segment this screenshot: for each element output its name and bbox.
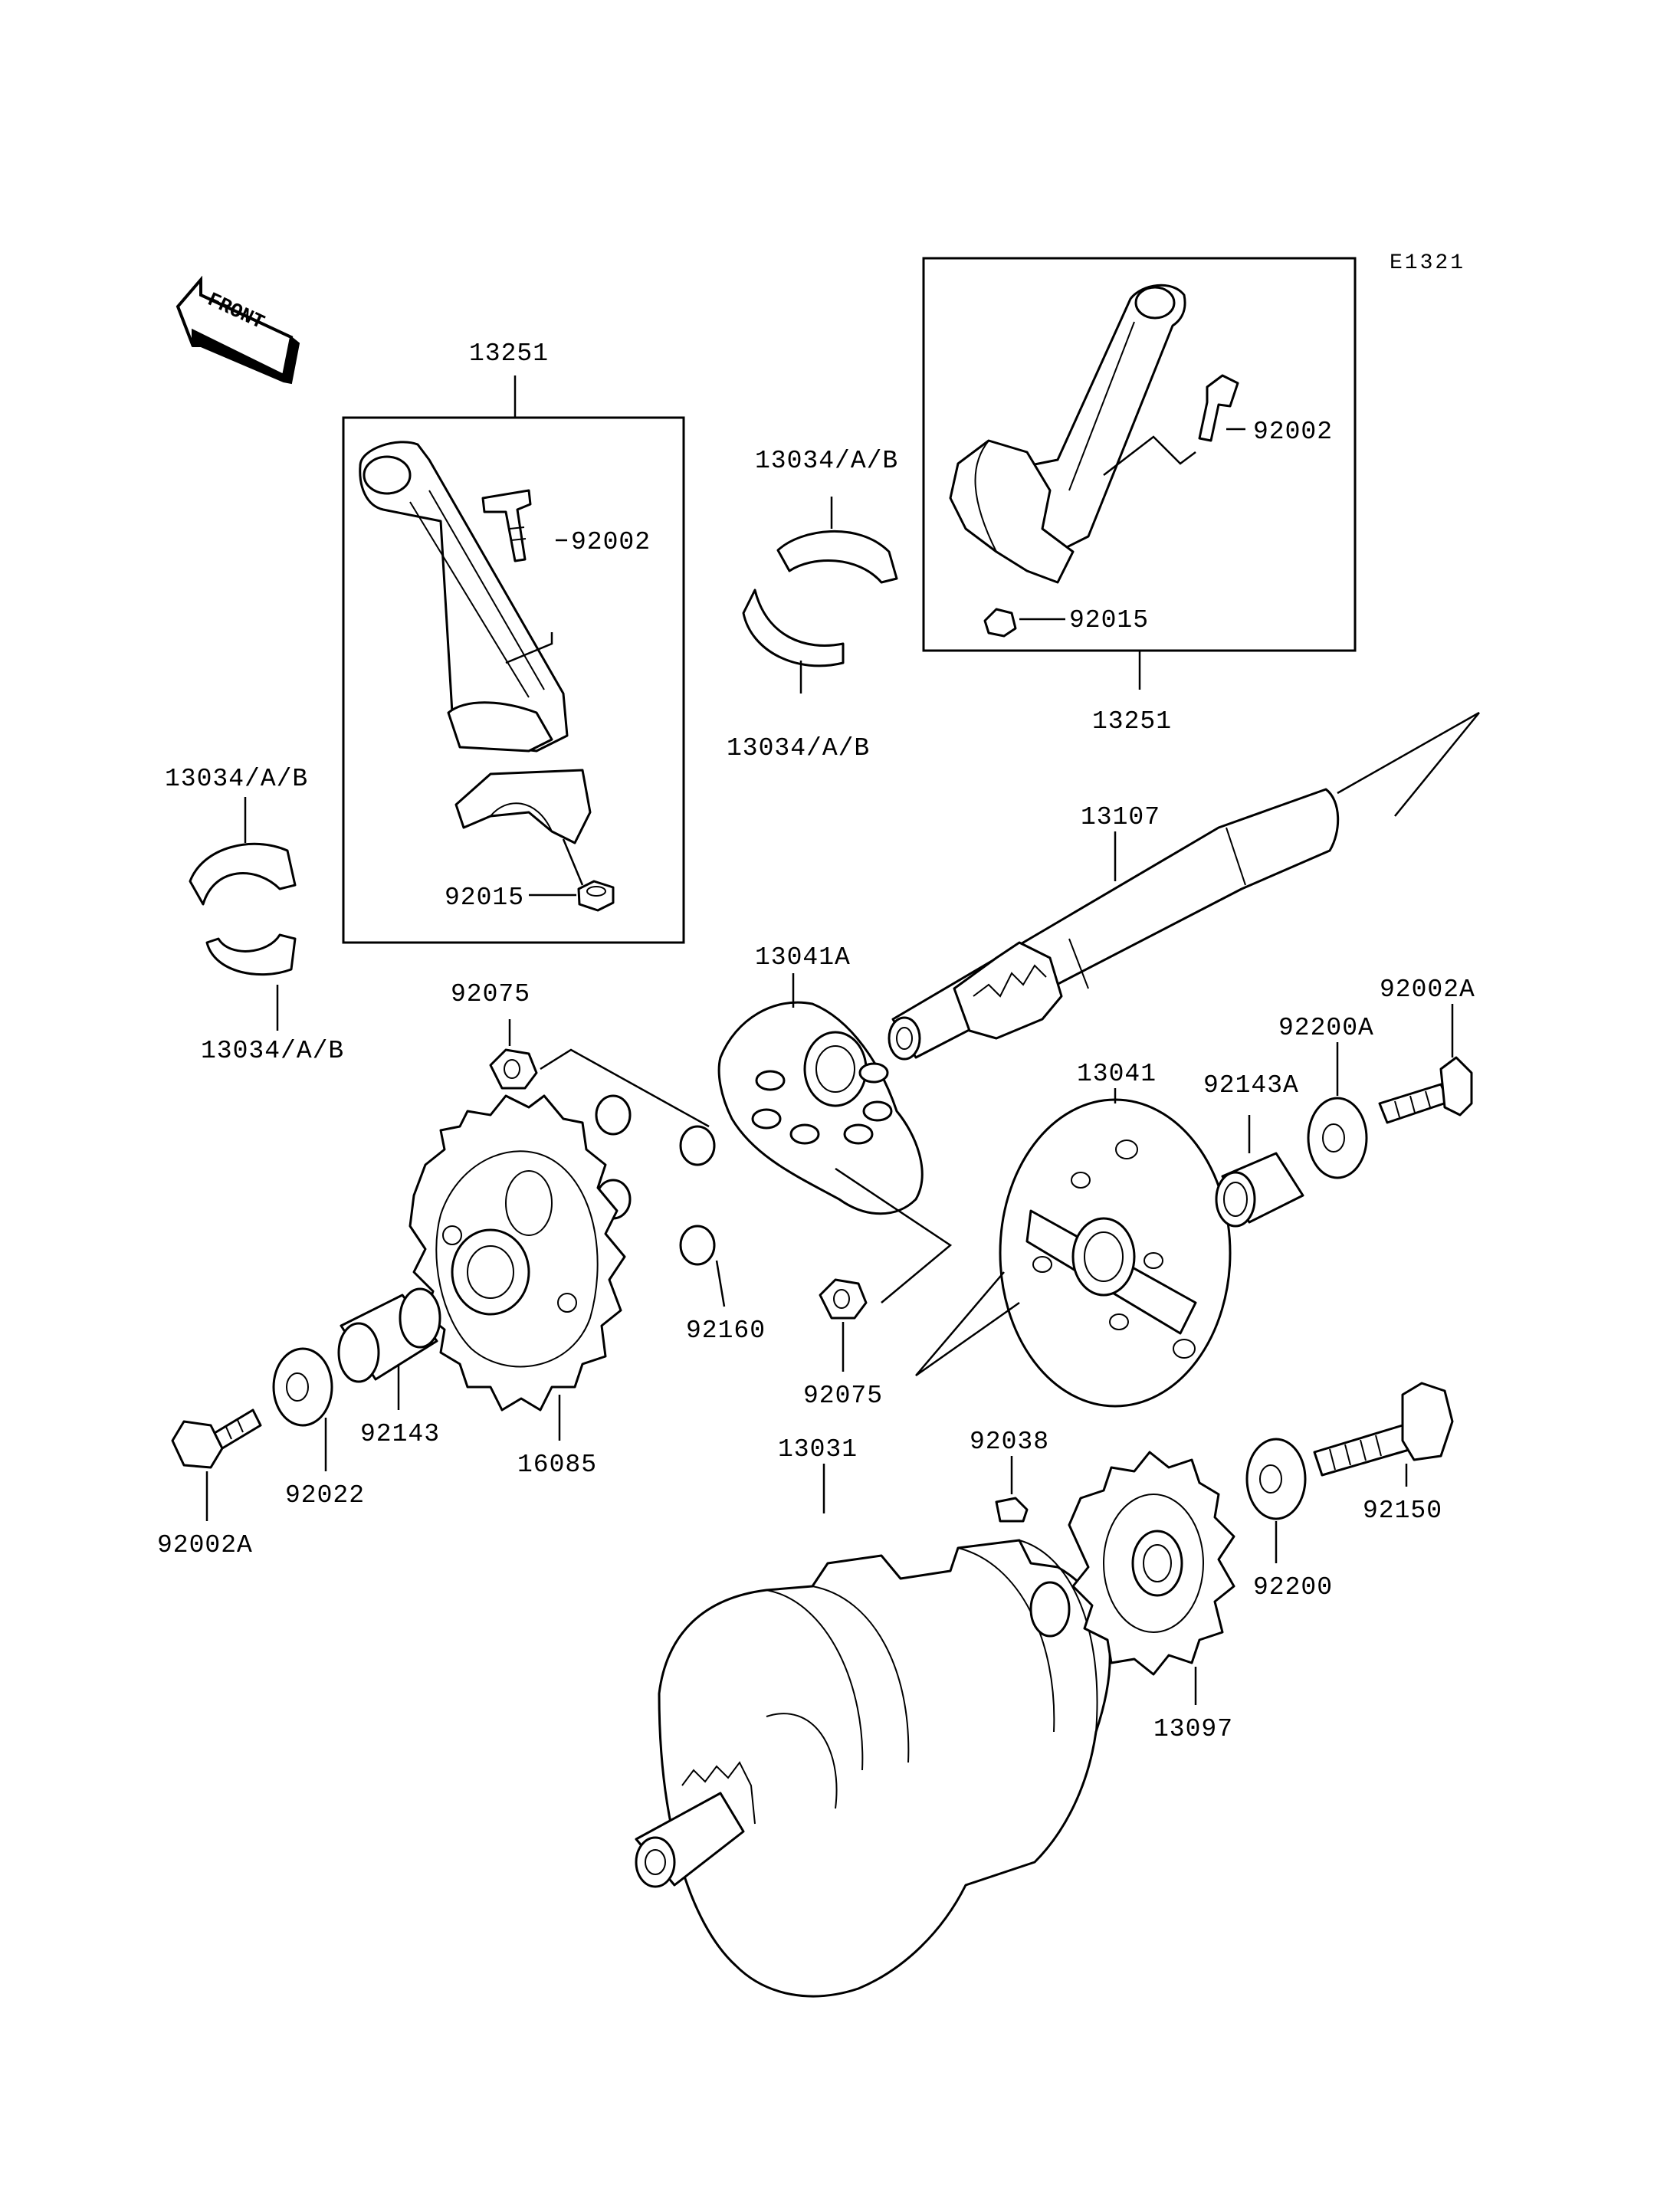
- part-label-13034-top: 13034/A/B: [755, 447, 898, 475]
- collar-92075-bottom: [819, 1278, 868, 1372]
- part-label-92160: 92160: [686, 1317, 766, 1345]
- part-label-92002A-left: 92002A: [157, 1531, 253, 1559]
- part-label-13107: 13107: [1081, 803, 1160, 831]
- part-label-13034-leftup: 13034/A/B: [165, 765, 308, 793]
- bearing-shells-middle: [742, 497, 898, 694]
- part-label-16085: 16085: [517, 1451, 597, 1479]
- connecting-rod-assembly-right: [922, 257, 1357, 690]
- washer-92022: [272, 1347, 333, 1471]
- woodruff-key-92038: [995, 1456, 1029, 1523]
- collar-92143: [337, 1287, 441, 1410]
- gear-13097: [1068, 1451, 1235, 1705]
- part-label-92015-right: 92015: [1069, 606, 1149, 635]
- part-label-13041A: 13041A: [755, 943, 851, 972]
- part-label-92038: 92038: [970, 1428, 1049, 1456]
- part-label-92150: 92150: [1363, 1497, 1442, 1525]
- part-label-13034-mid: 13034/A/B: [727, 734, 870, 762]
- connecting-rod-assembly-left: [342, 375, 685, 944]
- collar-92143A: [1215, 1115, 1304, 1228]
- part-label-92143: 92143: [360, 1420, 440, 1448]
- part-label-13034-leftdn: 13034/A/B: [201, 1037, 344, 1065]
- washer-92200: [1245, 1438, 1307, 1563]
- part-label-92143A: 92143A: [1203, 1071, 1299, 1100]
- damper-rubbers-92160: [595, 1094, 726, 1307]
- balancer-shaft: [888, 711, 1480, 1061]
- diagram-code: E1321: [1390, 251, 1465, 275]
- washer-92200A: [1307, 1042, 1368, 1179]
- collar-92075-top: [489, 1019, 710, 1128]
- part-label-13251-right: 13251: [1092, 707, 1172, 736]
- part-label-92200: 92200: [1253, 1573, 1333, 1602]
- front-arrow-icon: FRONT: [176, 275, 300, 385]
- part-label-92002A-right: 92002A: [1380, 976, 1475, 1004]
- part-label-13031: 13031: [778, 1435, 858, 1464]
- crankshaft-13031: [635, 1464, 1111, 1998]
- part-label-92002-right: 92002: [1253, 418, 1333, 446]
- bolt-92002A-left: [171, 1408, 262, 1521]
- bolt-92002A-right: [1378, 1004, 1473, 1124]
- part-label-13097: 13097: [1153, 1715, 1233, 1743]
- part-label-92075-bot: 92075: [803, 1382, 883, 1410]
- part-label-13251-left: 13251: [469, 339, 549, 368]
- part-label-92022: 92022: [285, 1481, 365, 1510]
- balancer-damper-13041A: [717, 973, 953, 1303]
- part-label-92015-left: 92015: [445, 884, 524, 912]
- balancer-damper-13041: [915, 1088, 1232, 1408]
- part-label-13041: 13041: [1077, 1060, 1157, 1088]
- balancer-gear-16085: [409, 1094, 626, 1441]
- bearing-shells-left: [189, 797, 297, 1031]
- part-label-92075-top: 92075: [451, 980, 530, 1008]
- part-label-92002-left: 92002: [571, 528, 651, 556]
- bolt-92150: [1313, 1382, 1454, 1487]
- part-label-92200A: 92200A: [1278, 1014, 1374, 1042]
